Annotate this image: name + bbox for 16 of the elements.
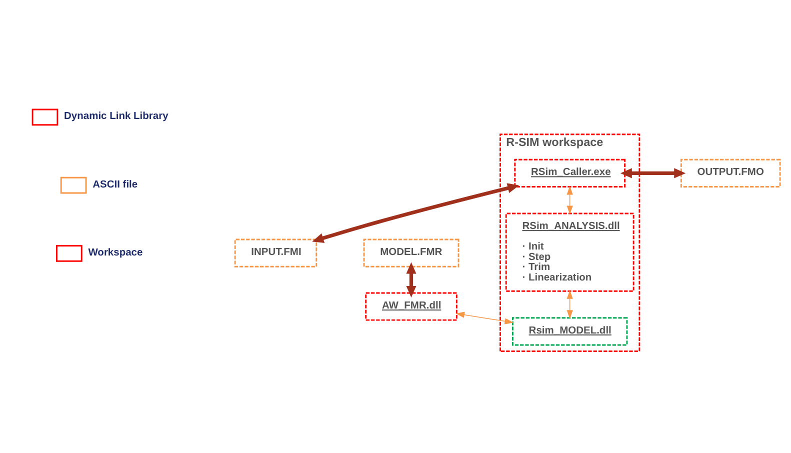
arrow xyxy=(406,262,416,298)
node-box: RSim_Caller.exe xyxy=(514,158,626,188)
node-box: MODEL.FMR xyxy=(363,238,460,268)
arrow xyxy=(620,168,686,178)
node-box: OUTPUT.FMO xyxy=(680,158,781,188)
node-box: INPUT.FMI xyxy=(234,238,318,268)
legend-label: Dynamic Link Library xyxy=(64,111,168,122)
arrow xyxy=(456,312,514,324)
node-box: Rsim_MODEL.dll xyxy=(512,317,628,346)
legend-label: Workspace xyxy=(88,247,143,258)
node-box: AW_FMR.dll xyxy=(365,292,458,321)
arrow xyxy=(566,186,573,214)
legend-label: ASCII file xyxy=(92,179,138,190)
arrow xyxy=(566,290,573,319)
node-box: RSim_ANALYSIS.dll · Init · Step · Trim · Linearization xyxy=(505,212,634,292)
arrow xyxy=(312,183,520,243)
